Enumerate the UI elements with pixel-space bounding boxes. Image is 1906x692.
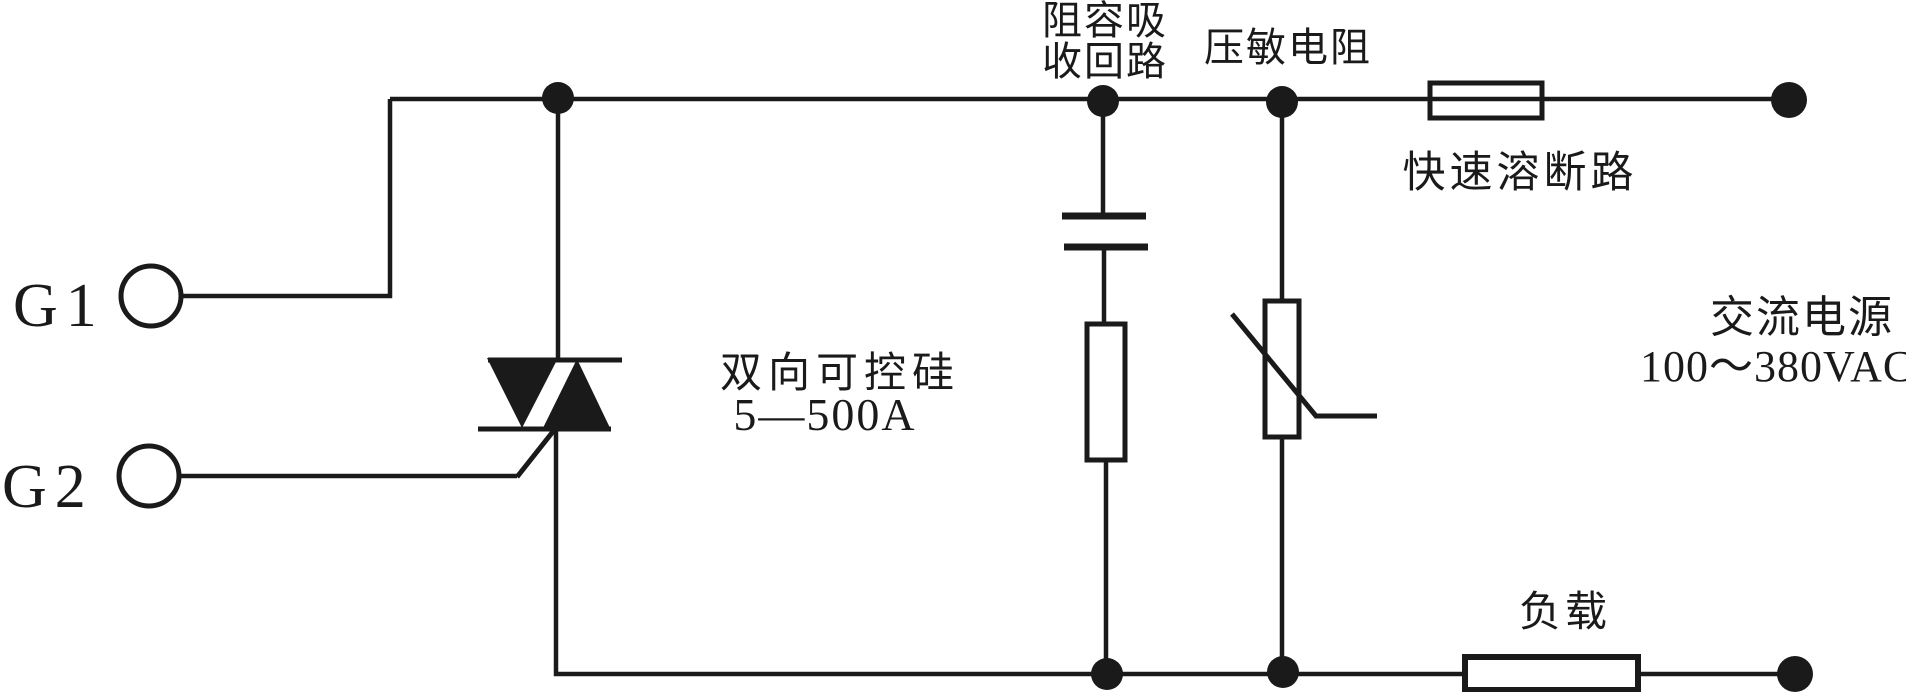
junction-dot-snubber-bottom bbox=[1091, 658, 1123, 690]
g1-terminal-circle bbox=[118, 263, 184, 329]
varistor-symbol bbox=[1230, 298, 1377, 440]
triac-triangle-left bbox=[487, 358, 558, 428]
junction-dot-varistor-top bbox=[1266, 86, 1298, 118]
ac-terminal-dot-bottom bbox=[1777, 656, 1813, 692]
g1-label: G1 bbox=[13, 272, 105, 340]
triac-name-label: 双向可控硅 bbox=[720, 351, 960, 397]
ac-source-name-label: 交流电源 bbox=[1710, 293, 1894, 342]
junction-dot-triac-top bbox=[542, 82, 574, 114]
ac-terminal-dot-top bbox=[1771, 82, 1807, 118]
snubber-label-line2: 收回路 bbox=[1042, 39, 1168, 84]
g2-terminal-circle bbox=[116, 443, 182, 509]
load-label: 负载 bbox=[1519, 590, 1611, 636]
wire-triac-gate bbox=[515, 427, 557, 479]
load-symbol bbox=[1462, 654, 1641, 692]
fuse-label: 快速溶断路 bbox=[1403, 150, 1638, 197]
ac-source-range-label: 100～380VAC bbox=[1640, 342, 1906, 391]
triac-rating-label: 5—500A bbox=[733, 389, 916, 440]
varistor-strike bbox=[1230, 312, 1377, 419]
snubber-label-line1: 阻容吸 bbox=[1042, 0, 1168, 43]
junction-dot-snubber-top bbox=[1087, 85, 1119, 117]
varistor-label: 压敏电阻 bbox=[1204, 25, 1372, 70]
junction-dot-varistor-bottom bbox=[1267, 656, 1299, 688]
g2-label: G2 bbox=[2, 453, 94, 521]
triac-triangle-right bbox=[542, 359, 611, 430]
varistor-body bbox=[1262, 298, 1302, 440]
snubber-resistor-symbol bbox=[1084, 321, 1128, 463]
fuse-symbol bbox=[1427, 80, 1545, 121]
wire-triac-bottom-and-bottom-rail bbox=[553, 429, 1465, 677]
snubber-capacitor-symbol bbox=[1062, 212, 1148, 251]
wire-g1-lead bbox=[181, 99, 393, 299]
triac-symbol bbox=[478, 357, 622, 432]
